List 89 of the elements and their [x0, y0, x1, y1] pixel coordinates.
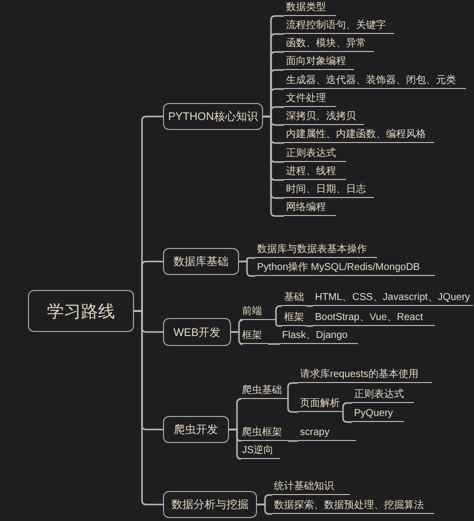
topic-label: JS逆向 — [242, 445, 274, 456]
connector-line — [263, 116, 284, 217]
connector-line — [229, 428, 242, 460]
topic-label: 文件处理 — [286, 93, 326, 104]
underlined-topic — [284, 55, 354, 70]
topic-label: 学习路线 — [47, 300, 115, 322]
topic-label: 函数、模块、异常 — [286, 38, 366, 49]
topic-label: 流程控制语句、关键字 — [286, 20, 386, 31]
underlined-topic — [298, 368, 432, 383]
underlined-topic — [240, 426, 288, 441]
topic-label: 爬虫开发 — [174, 423, 218, 437]
topic-label: Flask、Django — [282, 330, 348, 341]
topic-box — [163, 416, 229, 443]
underlined-topic — [240, 305, 276, 320]
topic-label: 数据探索、数据预处理、挖掘算法 — [274, 500, 424, 511]
topic-label: 统计基础知识 — [274, 481, 334, 492]
topic-label: 爬虫框架 — [242, 427, 282, 438]
topic-label: 内建属性、内建函数、编程风格 — [286, 129, 426, 140]
topic-label: 时间、日期、日志 — [286, 184, 366, 195]
underlined-topic — [284, 37, 374, 52]
underlined-topic — [284, 128, 434, 143]
underlined-topic — [352, 388, 414, 403]
topic-box — [163, 103, 263, 130]
topic-label: scrapy — [300, 427, 330, 438]
topic-box — [163, 318, 231, 346]
topic-label: 爬虫基础 — [242, 385, 282, 396]
connector-line — [268, 343, 280, 345]
underlined-topic — [284, 110, 364, 125]
underlined-topic — [284, 147, 346, 162]
topic-label: BootStrap、Vue、React — [315, 312, 424, 323]
connector-line — [239, 260, 255, 277]
topic-label: 基础 — [284, 292, 304, 303]
topic-box — [163, 248, 239, 275]
topic-label: 深拷贝、浅拷贝 — [286, 111, 356, 122]
topic-label: 进程、线程 — [286, 166, 336, 177]
connector-line — [275, 305, 282, 321]
connector-line — [231, 331, 244, 345]
underlined-topic — [284, 19, 394, 34]
underlined-topic — [352, 407, 404, 422]
underlined-topic — [284, 92, 336, 107]
underlined-topic — [284, 183, 374, 198]
topic-label: 数据库基础 — [174, 254, 228, 269]
underlined-topic — [255, 261, 435, 276]
topic-label: 正则表达式 — [354, 389, 404, 400]
connector-line — [287, 382, 298, 400]
underlined-topic — [313, 311, 435, 326]
topic-label: Python操作 MySQL/Redis/MongoDB — [257, 262, 420, 273]
topic-label: 数据库与数据表基本操作 — [257, 244, 367, 255]
underlined-topic — [240, 384, 288, 399]
topic-label: 数据分析与挖掘 — [172, 498, 248, 512]
underlined-topic — [313, 291, 473, 306]
connector-line — [257, 504, 272, 515]
topic-box — [163, 491, 257, 518]
topic-label: 页面解析 — [300, 398, 340, 409]
underlined-topic — [284, 165, 346, 180]
underlined-topic — [280, 329, 358, 344]
connector-line — [275, 319, 282, 327]
connector-line — [287, 398, 298, 413]
topic-label: 框架 — [242, 330, 262, 341]
underlined-topic — [282, 291, 306, 306]
connector-line — [288, 440, 298, 442]
topic-label: 生成器、迭代器、装饰器、闭包、元类 — [286, 75, 456, 86]
underlined-topic — [272, 499, 434, 514]
topic-label: PyQuery — [354, 408, 393, 419]
underlined-topic — [298, 397, 343, 412]
topic-label: 请求库requests的基本使用 — [300, 369, 418, 380]
topic-label: 网络编程 — [286, 202, 326, 213]
underlined-topic — [282, 311, 306, 326]
topic-label: WEB开发 — [173, 326, 221, 340]
topic-label: 面向对象编程 — [286, 56, 346, 67]
connector-line — [342, 402, 352, 413]
underlined-topic — [284, 201, 336, 216]
root-topic-box — [28, 290, 134, 332]
underlined-topic — [255, 243, 377, 258]
topic-label: 正则表达式 — [286, 148, 336, 159]
connector-line — [306, 325, 313, 327]
topic-label: HTML、CSS、Javascript、JQuery — [315, 292, 470, 303]
connector-line — [306, 305, 313, 307]
connector-line — [342, 411, 352, 423]
underlined-topic — [284, 74, 466, 89]
underlined-topic — [240, 329, 268, 344]
underlined-topic — [272, 480, 350, 495]
topic-label: 数据类型 — [286, 2, 326, 13]
underlined-topic — [240, 444, 280, 459]
underlined-topic — [284, 1, 336, 16]
connector-line — [134, 310, 163, 506]
topic-label: 前端 — [242, 306, 262, 317]
topic-label: PYTHON核心知识 — [168, 110, 258, 124]
topic-label: 框架 — [284, 312, 304, 323]
